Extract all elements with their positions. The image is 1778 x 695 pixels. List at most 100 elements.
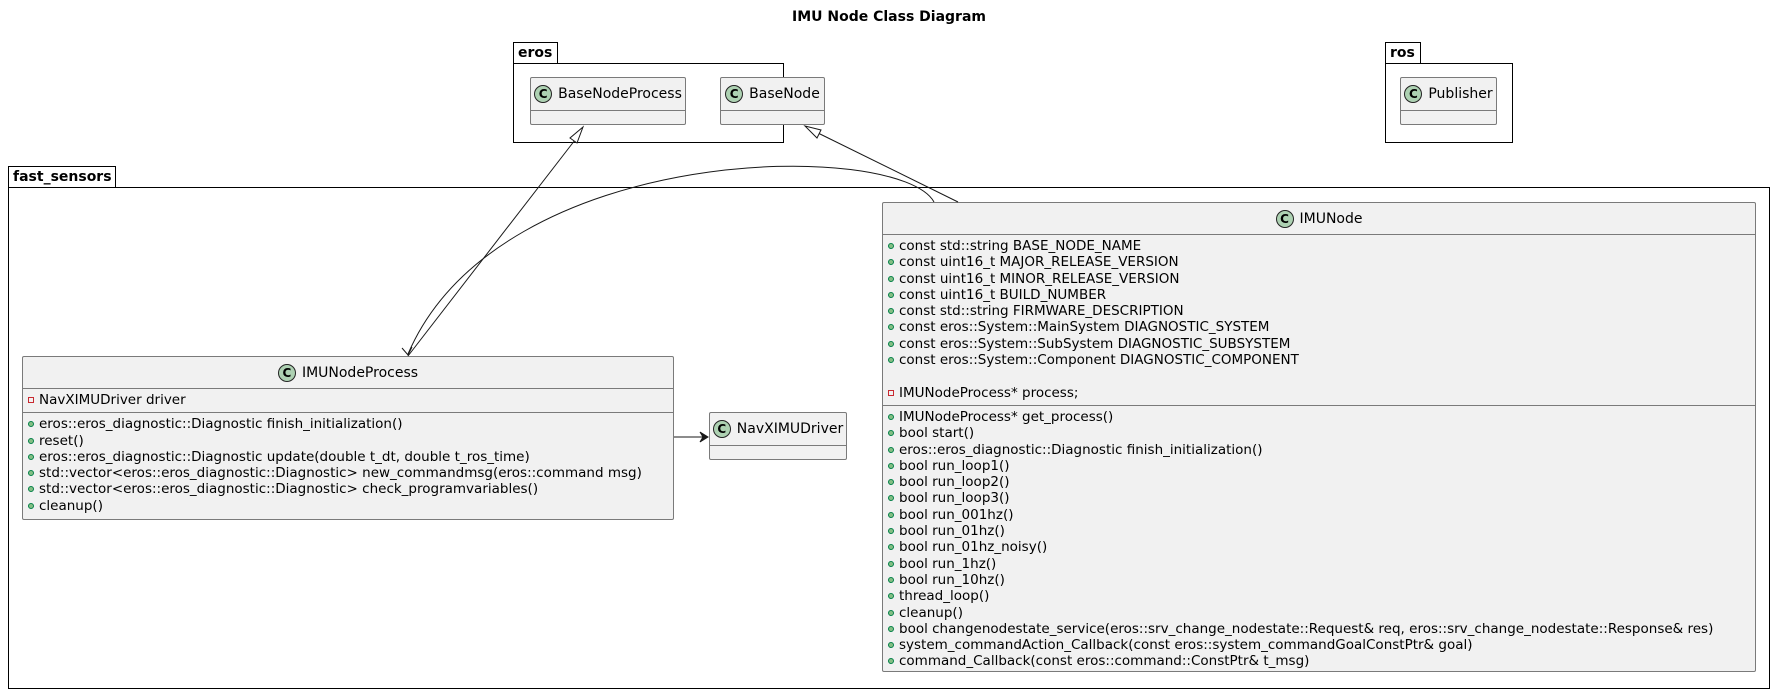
- class-method: bool changenodestate_service(eros::srv_c…: [883, 621, 1755, 637]
- class-icon: C: [1275, 209, 1294, 228]
- class-method: cleanup(): [23, 498, 673, 514]
- class-method: system_commandAction_Callback(const eros…: [883, 637, 1755, 653]
- attribute-text: const eros::System::Component DIAGNOSTIC…: [899, 352, 1299, 369]
- class-method: thread_loop(): [883, 588, 1755, 604]
- public-marker-icon: [888, 576, 894, 583]
- package-ros-label: ros: [1390, 45, 1415, 61]
- method-text: bool changenodestate_service(eros::srv_c…: [899, 620, 1714, 637]
- class-name: BaseNode: [749, 86, 820, 102]
- method-text: eros::eros_diagnostic::Diagnostic update…: [39, 448, 530, 465]
- class-method: reset(): [23, 433, 673, 449]
- method-text: eros::eros_diagnostic::Diagnostic finish…: [899, 441, 1263, 458]
- class-method: bool start(): [883, 425, 1755, 441]
- class-method: bool run_1hz(): [883, 556, 1755, 572]
- public-marker-icon: [28, 502, 34, 509]
- public-marker-icon: [888, 560, 894, 567]
- public-marker-icon: [28, 453, 34, 460]
- class-attribute: const uint16_t MAJOR_RELEASE_VERSION: [883, 254, 1755, 270]
- public-marker-icon: [888, 642, 894, 649]
- class-icon: C: [1404, 85, 1423, 103]
- class-header: C Publisher: [1401, 78, 1496, 111]
- class-method: bool run_loop3(): [883, 490, 1755, 506]
- association-imu-node-to-imu-node-process: [401, 165, 935, 356]
- class-attribute: IMUNodeProcess* process;: [883, 385, 1755, 401]
- public-marker-icon: [28, 486, 34, 493]
- attribute-text: const std::string BASE_NODE_NAME: [899, 238, 1142, 254]
- public-marker-icon: [888, 430, 894, 437]
- class-attributes-section: const std::string BASE_NODE_NAME const u…: [883, 235, 1755, 406]
- package-fast-sensors-tab: fast_sensors: [8, 166, 116, 188]
- inheritance-imu-node-process-to-base-node-process: [407, 125, 585, 357]
- association-imu-node-process-to-nav-ximu-driver: [674, 431, 709, 443]
- public-marker-icon: [888, 544, 894, 551]
- class-methods-section: eros::eros_diagnostic::Diagnostic finish…: [23, 413, 673, 517]
- class-publisher[interactable]: C Publisher: [1400, 77, 1497, 125]
- method-text: IMUNodeProcess* get_process(): [899, 408, 1114, 425]
- attribute-text: IMUNodeProcess* process;: [899, 384, 1079, 401]
- class-method: std::vector<eros::eros_diagnostic::Diagn…: [23, 481, 673, 497]
- attribute-text: const uint16_t BUILD_NUMBER: [899, 286, 1107, 303]
- class-method: IMUNodeProcess* get_process(): [883, 409, 1755, 425]
- public-marker-icon: [888, 446, 894, 453]
- class-icon: C: [712, 420, 731, 438]
- method-text: std::vector<eros::eros_diagnostic::Diagn…: [39, 481, 539, 498]
- class-name: Publisher: [1428, 86, 1493, 102]
- package-fast-sensors-label: fast_sensors: [13, 169, 112, 185]
- public-marker-icon: [888, 528, 894, 535]
- method-text: bool run_10hz(): [899, 571, 1005, 588]
- public-marker-icon: [888, 479, 894, 486]
- method-text: command_Callback(const eros::command::Co…: [899, 653, 1310, 670]
- method-text: bool run_loop3(): [899, 490, 1010, 507]
- inheritance-imu-node-to-base-node: [803, 125, 959, 203]
- class-method: bool run_001hz(): [883, 507, 1755, 523]
- public-marker-icon: [28, 421, 34, 428]
- class-method: bool run_01hz(): [883, 523, 1755, 539]
- method-text: bool run_01hz(): [899, 523, 1005, 540]
- public-marker-icon: [888, 340, 894, 347]
- public-marker-icon: [888, 275, 894, 282]
- method-text: bool run_01hz_noisy(): [899, 539, 1048, 556]
- class-header: C IMUNode: [883, 203, 1755, 235]
- method-text: reset(): [39, 432, 84, 449]
- public-marker-icon: [888, 413, 894, 420]
- method-text: bool start(): [899, 425, 975, 442]
- class-attribute: const uint16_t MINOR_RELEASE_VERSION: [883, 271, 1755, 287]
- public-marker-icon: [888, 593, 894, 600]
- class-method: command_Callback(const eros::command::Co…: [883, 653, 1755, 669]
- method-text: bool run_loop1(): [899, 457, 1010, 474]
- attribute-text: const uint16_t MINOR_RELEASE_VERSION: [899, 270, 1180, 287]
- class-imu-node-process[interactable]: C IMUNodeProcess NavXIMUDriver driver er…: [22, 356, 674, 520]
- package-eros-tab: eros: [513, 42, 558, 64]
- diagram-title: IMU Node Class Diagram: [792, 9, 986, 25]
- class-base-node[interactable]: C BaseNode: [720, 77, 825, 125]
- class-imu-node[interactable]: C IMUNode const std::string BASE_NODE_NA…: [882, 202, 1756, 672]
- class-base-node-process[interactable]: C BaseNodeProcess: [530, 77, 686, 125]
- class-attribute: const std::string FIRMWARE_DESCRIPTION: [883, 303, 1755, 319]
- method-text: cleanup(): [39, 497, 103, 514]
- class-method: bool run_10hz(): [883, 572, 1755, 588]
- class-icon: C: [534, 85, 553, 103]
- class-nav-ximu-driver[interactable]: C NavXIMUDriver: [709, 412, 847, 460]
- public-marker-icon: [888, 291, 894, 298]
- package-eros-label: eros: [518, 45, 553, 61]
- attribute-text: const uint16_t MAJOR_RELEASE_VERSION: [899, 254, 1179, 271]
- class-name: IMUNodeProcess: [301, 364, 419, 381]
- public-marker-icon: [888, 511, 894, 518]
- public-marker-icon: [888, 324, 894, 331]
- attribute-text: const eros::System::MainSystem DIAGNOSTI…: [899, 319, 1270, 336]
- private-marker-icon: [888, 389, 894, 396]
- private-marker-icon: [28, 397, 34, 403]
- public-marker-icon: [888, 462, 894, 469]
- class-attribute: const eros::System::Component DIAGNOSTIC…: [883, 352, 1755, 368]
- method-text: bool run_001hz(): [899, 506, 1014, 523]
- class-attribute: const std::string BASE_NODE_NAME: [883, 238, 1755, 254]
- class-attribute: const uint16_t BUILD_NUMBER: [883, 287, 1755, 303]
- class-attributes-section: NavXIMUDriver driver: [23, 389, 673, 414]
- class-attribute: NavXIMUDriver driver: [23, 392, 673, 408]
- public-marker-icon: [888, 609, 894, 616]
- method-text: system_commandAction_Callback(const eros…: [899, 637, 1473, 654]
- public-marker-icon: [888, 625, 894, 632]
- class-attribute: const eros::System::MainSystem DIAGNOSTI…: [883, 319, 1755, 335]
- class-method: std::vector<eros::eros_diagnostic::Diagn…: [23, 465, 673, 481]
- attribute-text: NavXIMUDriver driver: [39, 392, 186, 408]
